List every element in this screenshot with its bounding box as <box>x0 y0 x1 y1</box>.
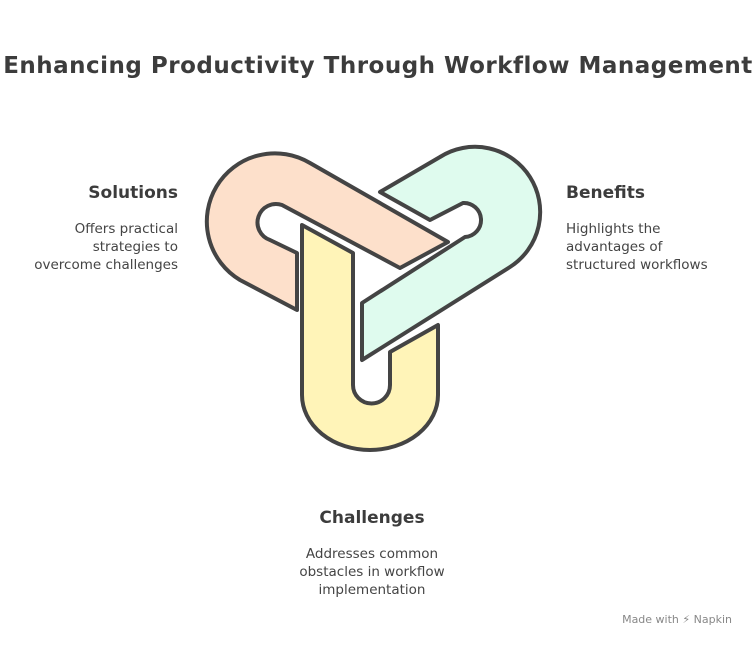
napkin-brand: Napkin <box>693 613 732 626</box>
line: obstacles in workflow <box>299 564 445 580</box>
benefits-description: Highlights the advantages of structured … <box>566 220 708 274</box>
benefits-link <box>360 144 543 362</box>
diagram-title: Enhancing Productivity Through Workflow … <box>3 53 753 79</box>
line: overcome challenges <box>34 257 178 273</box>
benefits-heading: Benefits <box>566 183 645 203</box>
line: strategies to <box>92 239 178 255</box>
line: Addresses common <box>305 546 439 562</box>
line: Offers practical <box>74 221 178 237</box>
solutions-description: Offers practical strategies to overcome … <box>34 220 178 274</box>
challenges-description: Addresses common obstacles in workflow i… <box>262 545 482 599</box>
solutions-heading: Solutions <box>88 183 178 203</box>
made-with-napkin-badge[interactable]: Made with ⚡ Napkin <box>622 613 732 626</box>
solutions-link <box>204 151 450 312</box>
challenges-link <box>300 223 440 452</box>
line: Highlights the <box>566 221 661 237</box>
line: advantages of <box>566 239 663 255</box>
challenges-heading: Challenges <box>319 508 425 528</box>
line: structured workflows <box>566 257 708 273</box>
line: implementation <box>318 582 426 598</box>
napkin-logo-icon: ⚡ <box>682 613 691 626</box>
made-with-label: Made with <box>622 613 679 626</box>
